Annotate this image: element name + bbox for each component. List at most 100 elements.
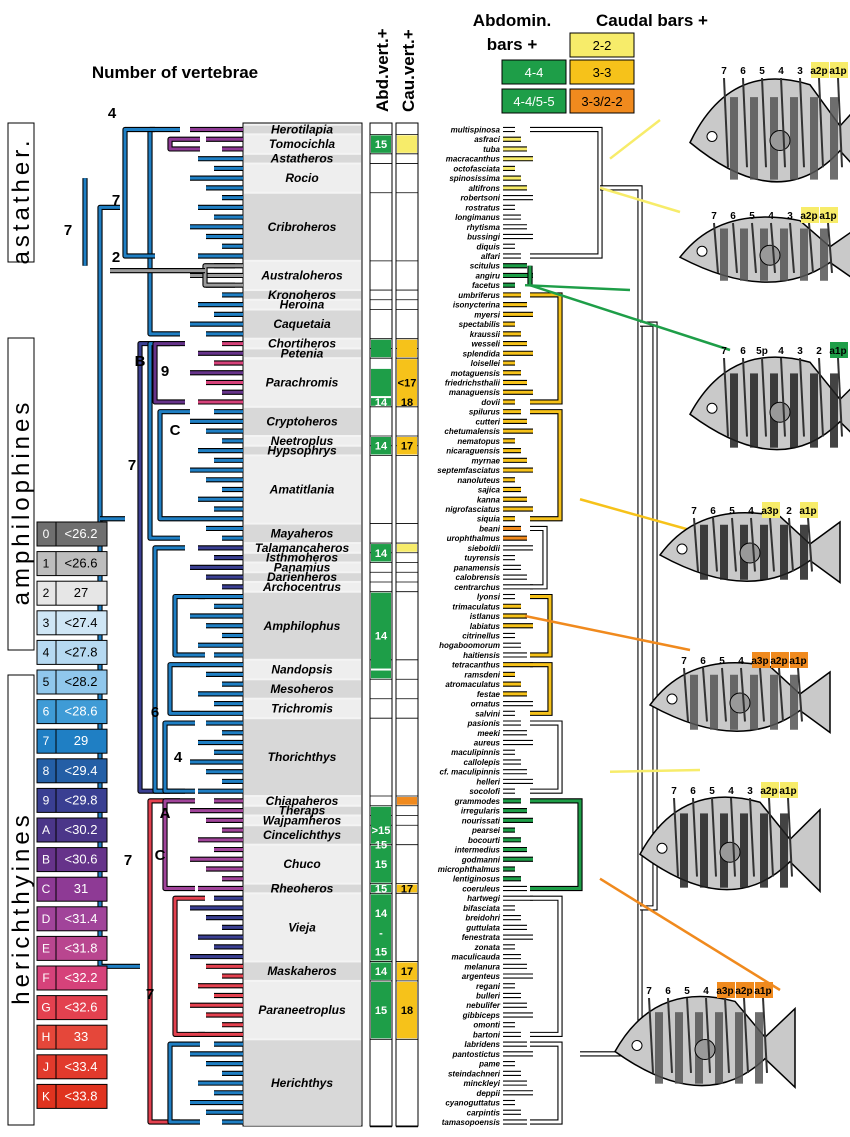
- vertebrae-swatch: [36, 728, 108, 754]
- fish-spot: [729, 692, 751, 714]
- vertebrae-swatch: [36, 551, 108, 577]
- genus-band: [244, 300, 361, 309]
- cau-cell: [397, 884, 417, 893]
- fish-bar: [800, 228, 808, 281]
- genus-band: [244, 446, 361, 455]
- bar-highlight: [762, 502, 780, 518]
- caudal-bars-header: Caudal bars +: [596, 11, 708, 30]
- bar-pointer: [751, 222, 757, 274]
- abd-cell: [371, 544, 391, 562]
- cau-cell: [397, 544, 417, 552]
- fish-eye: [676, 543, 688, 555]
- bar-number: a1p: [819, 211, 836, 222]
- genus-band: [244, 582, 361, 591]
- vertebrae-value: <27.4: [65, 615, 98, 630]
- bar-pointer: [759, 667, 765, 722]
- species-label: octofasciata: [453, 164, 500, 173]
- abd-cell: [371, 437, 391, 455]
- vertebrae-value: 33: [74, 1029, 88, 1044]
- tree-branch: [153, 342, 185, 404]
- fish-bar: [790, 373, 798, 448]
- fish-bar: [760, 524, 768, 580]
- bar-number: 2: [786, 506, 792, 517]
- genus-label: Herotilapia: [271, 123, 333, 137]
- genus-label: Theraps: [279, 804, 326, 818]
- vertebrae-code: H: [42, 1030, 51, 1044]
- bar-highlight: [830, 62, 848, 78]
- species-label: tetracanthus: [452, 661, 501, 670]
- bar-highlight: [717, 982, 735, 998]
- species-label: atromaculatus: [445, 680, 500, 689]
- genus-label: Astatheros: [270, 152, 334, 166]
- vertebrae-swatch: [36, 1054, 108, 1080]
- bar-pointer: [693, 517, 699, 572]
- vertebrae-swatch: [36, 847, 108, 873]
- fish-bar: [730, 97, 738, 180]
- genus-band: [244, 261, 361, 290]
- bar-pointer: [721, 667, 727, 722]
- vertebrae-swatch: [36, 995, 108, 1021]
- abd-count: 15: [375, 859, 387, 871]
- bar-pointer: [761, 77, 767, 168]
- genus-label: Thorichthys: [268, 750, 337, 764]
- fish-bar: [735, 1012, 743, 1084]
- species-label: multispinosa: [451, 126, 501, 135]
- bar-legend-label: 2-2: [593, 38, 612, 53]
- bar-highlight: [800, 502, 818, 518]
- species-label: tuba: [483, 145, 500, 154]
- bar-pointer: [799, 357, 805, 437]
- species-label: tuyrensis: [464, 554, 500, 563]
- node-label: 7: [124, 852, 132, 869]
- genus-label: Rocio: [285, 171, 318, 185]
- species-label: gibbiceps: [462, 1011, 501, 1020]
- abd-count: >15: [372, 825, 391, 837]
- genus-band: [244, 1040, 361, 1126]
- bar-pointer: [788, 517, 794, 572]
- abd-cell: [371, 670, 391, 679]
- bar-highlight: [820, 207, 838, 223]
- species-label: facetus: [472, 281, 501, 290]
- bar-pointer: [648, 997, 654, 1074]
- bar-tree-outline: [530, 895, 563, 1038]
- tree-branch: [173, 595, 205, 657]
- genus-label: Trichromis: [271, 701, 333, 715]
- vertebrae-code: 7: [43, 734, 50, 748]
- bar-highlight: [811, 62, 829, 78]
- species-label: zonata: [474, 943, 501, 952]
- species-label: melanura: [464, 962, 500, 971]
- fish-bar: [710, 674, 718, 730]
- fish-spot: [739, 542, 761, 564]
- genus-label: Hypsophrys: [267, 444, 337, 458]
- species-label: chetumalensis: [444, 427, 500, 436]
- bar-number: 7: [711, 211, 717, 222]
- vertebrae-swatch: [36, 699, 108, 725]
- tree-branch: [173, 896, 205, 1036]
- fish-bar: [715, 1012, 723, 1084]
- fish-bar: [750, 373, 758, 448]
- bar-highlight: [755, 982, 773, 998]
- bar-highlight: [830, 342, 848, 358]
- genus-label: Rheoheros: [271, 881, 334, 895]
- genus-band: [244, 962, 361, 980]
- species-label: callolepis: [464, 758, 501, 767]
- bar-tree-branch: [530, 293, 562, 404]
- bar-pointer: [837, 357, 843, 437]
- fish-bar: [770, 674, 778, 730]
- species-label: pame: [478, 1060, 500, 1069]
- species-label: myersi: [474, 310, 501, 319]
- species-label: hogaboomorum: [439, 641, 500, 650]
- bar-pointer: [778, 667, 784, 722]
- vertebrae-value: <29.8: [65, 792, 98, 807]
- cau-cell: [397, 135, 417, 153]
- bar-number: 5: [749, 211, 755, 222]
- bar-number: 4: [748, 506, 754, 517]
- genus-band: [244, 845, 361, 883]
- bar-pointer: [768, 797, 774, 877]
- species-label: isonycterina: [453, 301, 501, 310]
- connector-line: [529, 283, 731, 352]
- species-label: istlanus: [470, 612, 501, 621]
- abd-count: 14: [375, 397, 388, 409]
- genus-label: Tomocichla: [269, 137, 336, 151]
- bar-tree-outline: [530, 798, 583, 892]
